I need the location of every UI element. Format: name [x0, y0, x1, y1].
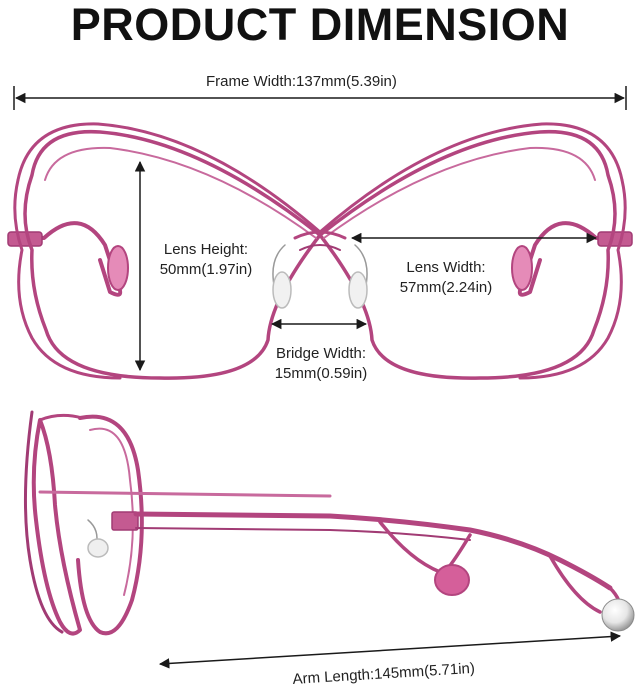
glasses-front-view-icon — [7, 122, 633, 380]
frame-width-dimension — [13, 86, 627, 110]
frame-width-label: Frame Width:137mm(5.39in) — [206, 73, 397, 90]
pearl-temple-tip-icon — [601, 598, 635, 632]
glasses-side-view-icon — [23, 410, 623, 636]
arm-length-arrow — [158, 631, 622, 669]
lens-width-title: Lens Width: — [406, 259, 486, 276]
bridge-width-value: 15mm(0.59in) — [274, 365, 368, 382]
lens-width-value: 57mm(2.24in) — [399, 279, 493, 296]
bridge-width-label: Bridge Width: 15mm(0.59in) — [262, 344, 380, 384]
lens-height-title: Lens Height: — [163, 241, 249, 258]
page-title: PRODUCT DIMENSION — [70, 0, 570, 50]
lens-width-label: Lens Width: 57mm(2.24in) — [388, 258, 504, 298]
bridge-width-title: Bridge Width: — [275, 345, 367, 362]
lens-height-label: Lens Height: 50mm(1.97in) — [150, 240, 262, 280]
lens-height-value: 50mm(1.97in) — [159, 261, 253, 278]
